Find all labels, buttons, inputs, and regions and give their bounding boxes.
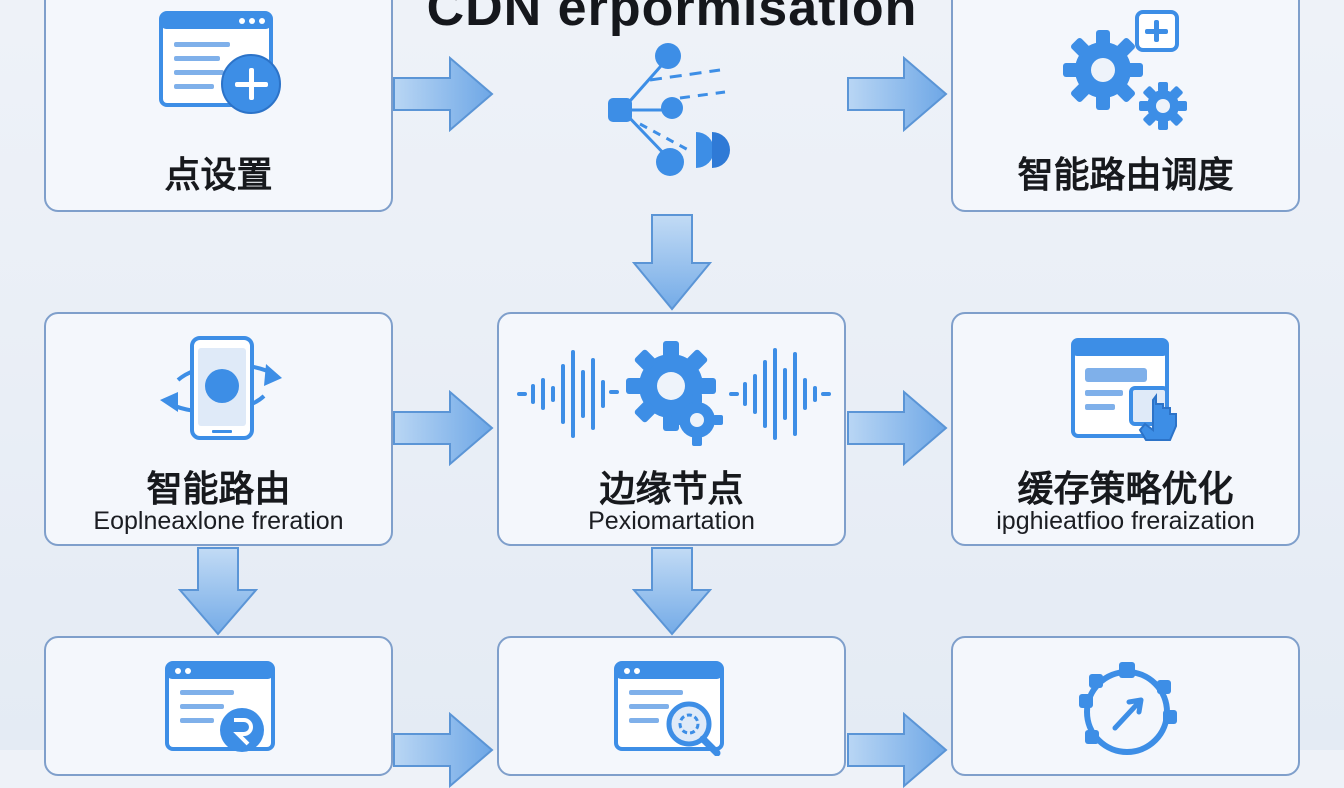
node-label: 智能路由调度 [1017,155,1234,196]
window-touch-icon [1071,338,1177,441]
arrow-down [632,214,712,311]
browser-add-icon [159,11,281,114]
node-scheduling: 智能路由调度 [951,0,1300,212]
circular-network-icon [1079,662,1177,755]
node-subtitle: Pexiomartation [588,507,755,535]
node-subtitle: Eoplneaxlone freration [93,507,344,535]
node-bottom-left [44,636,393,776]
node-routing: 智能路由 Eoplneaxlone freration [44,312,393,546]
arrow-down [178,547,258,636]
browser-search-icon [614,661,724,756]
node-label: 边缘节点 [599,469,744,510]
network-nodes-icon [608,43,730,176]
node-bottom-right [951,636,1300,776]
arrow-right [393,712,494,788]
arrow-down [632,547,712,636]
gears-plus-icon [1063,10,1187,130]
arrow-right [847,712,948,788]
node-edge: 边缘节点 Pexiomartation [497,312,846,546]
node-setup: 点设置 [44,0,393,212]
arrow-right [847,390,948,466]
node-label: 点设置 [164,155,273,196]
node-label: 缓存策略优化 [1017,469,1234,510]
node-cache: 缓存策略优化 ipghieatfioo freraization [951,312,1300,546]
mobile-sync-icon [160,336,282,440]
arrow-right [393,390,494,466]
arrow-right [393,56,494,132]
node-bottom-center [497,636,846,776]
node-subtitle: ipghieatfioo freraization [996,507,1255,535]
node-label: 智能路由 [146,469,291,510]
gear-waveform-icon [517,341,831,446]
browser-refresh-icon [165,661,275,752]
diagram-title: CDN erpormisation [426,0,918,37]
arrow-right [847,56,948,132]
